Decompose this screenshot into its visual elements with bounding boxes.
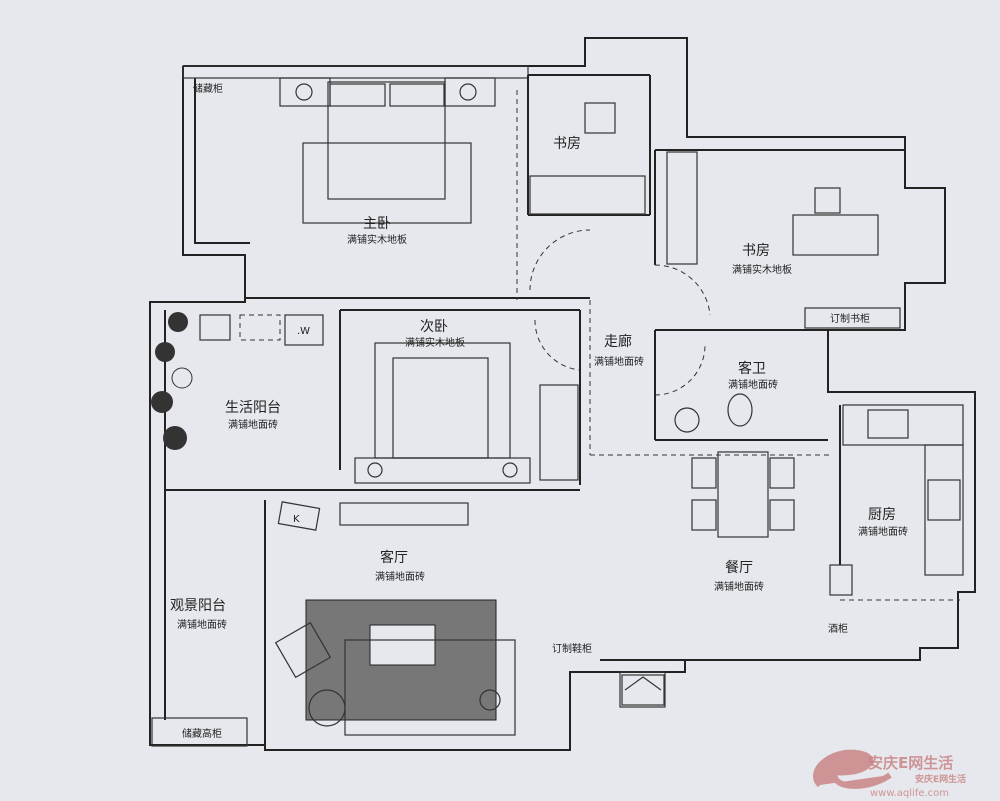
living-room-name: 客厅 [380,549,408,566]
watermark-subtitle: 安庆E网生活 [915,773,966,785]
kitchen-name: 厨房 [868,507,896,523]
study-desk [529,102,901,329]
watermark-title: 安庆E网生活 [868,754,953,772]
master-bedroom-name: 主卧 [363,216,391,232]
living-furniture [274,501,666,736]
dining-room-floor: 满铺地面砖 [714,580,764,593]
watermark-logo: 安庆E网生活 安庆E网生活 www.aqlife.com [813,749,966,799]
storage-cabinet-label: 储藏柜 [193,82,223,95]
kitchen-floor: 满铺地面砖 [858,525,908,538]
dining-table [691,451,795,538]
utility-balcony-name: 生活阳台 [225,400,281,416]
custom-bookcase-label: 订制书柜 [830,312,870,325]
washer-label: .W [297,326,310,337]
shoe-cabinet-label: 订制鞋柜 [552,642,592,655]
walls [149,37,976,751]
second-bedroom-name: 次卧 [420,319,448,335]
dashed-lines [239,90,960,601]
plants [151,312,193,450]
master-bed [279,77,496,224]
corridor-floor: 满铺地面砖 [594,355,644,368]
entrance-arrow [621,674,665,706]
dining-room-name: 餐厅 [725,560,753,576]
watermark-url: www.aqlife.com [870,788,949,799]
kitchen-counter [842,404,964,576]
wine-cabinet-label: 酒柜 [828,622,848,635]
small-study-name: 书房 [553,136,581,152]
living-room-floor: 满铺地面砖 [375,570,425,583]
second-bedroom-floor: 满铺实木地板 [405,336,465,349]
view-balcony-name: 观景阳台 [170,598,226,614]
corridor-name: 走廊 [604,333,632,350]
master-bedroom-floor: 满铺实木地板 [347,233,407,246]
utility-balcony-floor: 满铺地面砖 [228,418,278,431]
guest-bath-name: 客卫 [738,360,766,377]
view-balcony-floor: 满铺地面砖 [177,618,227,631]
tv-k-label: K [293,514,300,525]
study-name: 书房 [742,243,770,259]
tall-storage-label: 储藏高柜 [182,727,222,740]
guest-bath-floor: 满铺地面砖 [728,378,778,391]
study-floor: 满铺实木地板 [732,263,792,276]
bathroom-fixtures [199,314,753,433]
second-bed [354,342,579,484]
room-labels: 储藏柜 主卧 满铺实木地板 书房 书房 满铺实木地板 订制书柜 次卧 满铺实木地… [170,82,908,740]
